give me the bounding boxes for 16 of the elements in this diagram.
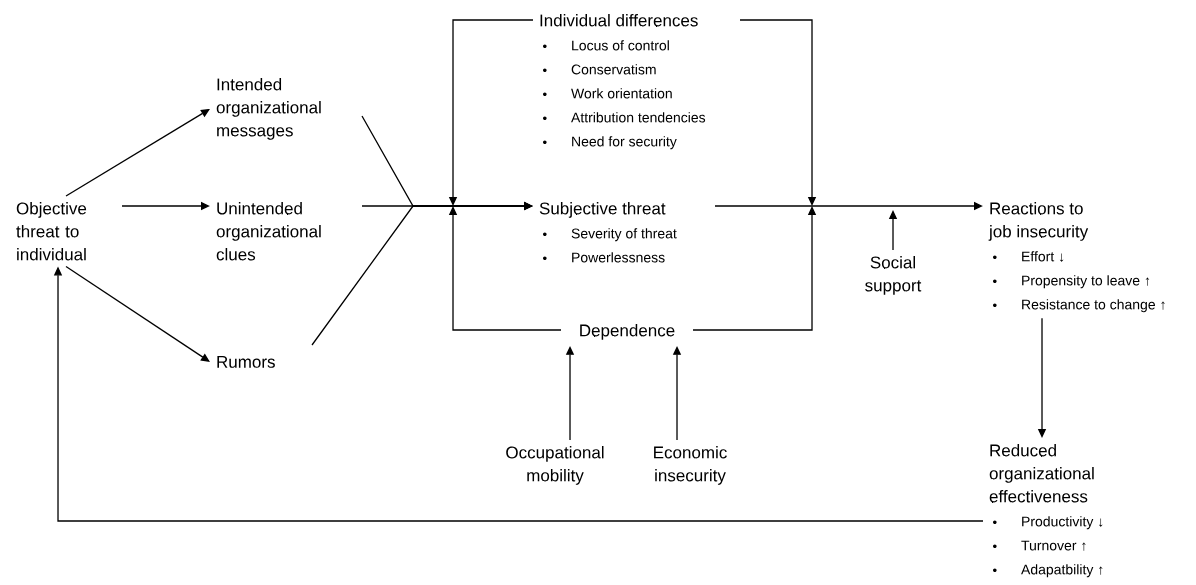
concept-label: Rumors (217, 356, 275, 368)
arrow (448, 206, 562, 331)
concept-label: Subjective threat Severity of threat Powerlessness (539, 202, 677, 263)
concept-label: Occupational mobility (506, 446, 604, 485)
concept-label: Social support (865, 256, 922, 295)
arrow (65, 265, 210, 362)
concept-label: Intended organizational messages (216, 78, 321, 140)
concept-label: Reduced organizational effectiveness Productivity ↓ Turnover ↑ Adapatbility ↑ (989, 444, 1103, 578)
arrow (739, 19, 817, 206)
concept-label: Dependence (580, 324, 675, 340)
concept-label: Economic insecurity (654, 446, 727, 485)
concept-label: Objective threat to individual (16, 202, 87, 261)
concept-label: Reactions to job insecurity Effort ↓ Propensity to leave ↑ Resistance to change ↑ (988, 202, 1165, 313)
concept-label: Individual differences Locus of control Conservatism Work orientation Attribution tendencies Need for security (540, 14, 706, 150)
arrow (311, 201, 533, 346)
concept-label: Unintended organizational clues (216, 202, 321, 261)
